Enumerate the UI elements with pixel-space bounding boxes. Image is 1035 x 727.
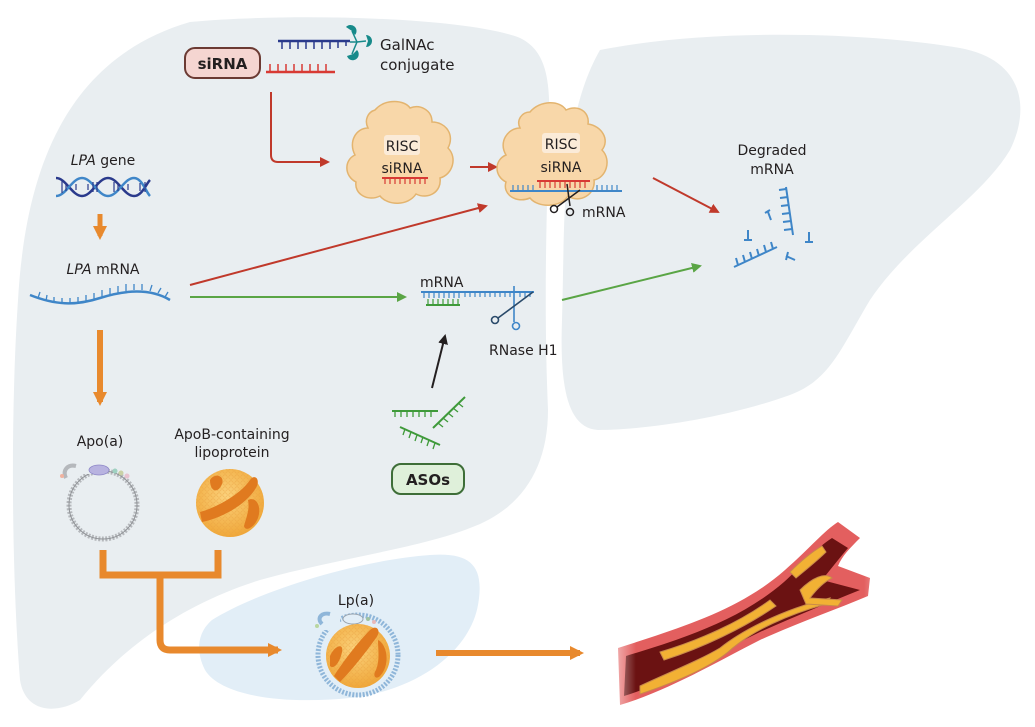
arrow-risc2-to-degraded (652, 177, 720, 213)
aso-box: ASOs (391, 463, 465, 495)
risc2-mrna-label: mRNA (582, 205, 626, 221)
arrow-aso-to-mrna (431, 334, 448, 389)
dna-double-helix-icon (55, 176, 151, 198)
risc1-title: RISC (386, 139, 419, 155)
aso-mrna-duplex-icon (421, 291, 534, 306)
aso-mrna-label: mRNA (420, 275, 464, 291)
apoa-protein-icon (60, 460, 140, 542)
sirna-box: siRNA (184, 47, 261, 79)
arrow-mrna-to-risc2 (189, 203, 488, 286)
lpa-particle-label: Lp(a) (338, 593, 374, 609)
lipoprotein-particle-icon (196, 469, 264, 537)
scissors-cleavage-icon (549, 183, 581, 217)
galnac-trivalent-icon (346, 24, 372, 61)
lpa-mrna-label: LPA mRNA (67, 262, 140, 278)
arrow-sirna-to-risc (270, 92, 330, 167)
atherosclerotic-artery-icon (600, 515, 900, 715)
apoa-label: Apo(a) (77, 434, 124, 450)
risc1-sirna-label: siRNA (382, 161, 423, 177)
aso-box-label: ASOs (406, 471, 450, 489)
mrna-strand-icon (29, 284, 171, 305)
arrow-aso-target-to-degraded (561, 263, 702, 301)
galnac-label-line2: conjugate (380, 56, 454, 74)
rnase-h1-scissors-icon (490, 286, 534, 331)
lpa-gene-label: LPA gene (71, 153, 136, 169)
aso-oligos-icon (392, 396, 466, 450)
degraded-label-line2: mRNA (750, 162, 794, 178)
sirna-box-label: siRNA (198, 55, 248, 73)
degraded-label-line1: Degraded (737, 143, 806, 159)
degraded-mrna-fragments-icon (733, 186, 813, 268)
liver-right-lobe (561, 34, 1021, 431)
risc2-sirna-label: siRNA (541, 160, 582, 176)
risc-complex-icon: RISC siRNA (346, 100, 454, 204)
risc2-title: RISC (545, 137, 578, 153)
rnase-h1-label: RNase H1 (489, 343, 558, 359)
apob-label-line1: ApoB-containing (174, 427, 289, 443)
arrow-assembly-to-lpa (99, 550, 278, 650)
galnac-label-line1: GalNAc (380, 36, 434, 54)
apob-label-line2: lipoprotein (195, 445, 270, 461)
lpa-particle-icon (310, 611, 401, 698)
sirna-duplex-icon (266, 39, 350, 74)
risc-mrna-complex-icon: RISC siRNA (496, 102, 622, 206)
